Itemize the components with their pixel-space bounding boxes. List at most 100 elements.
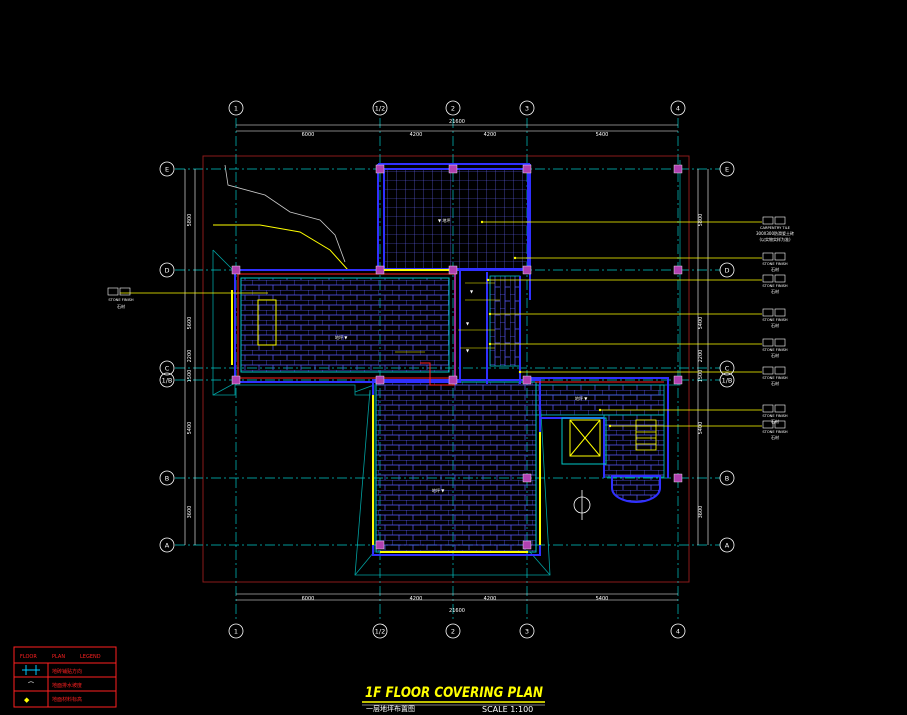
dim-top-seg: 6000 — [302, 132, 315, 138]
grid-bubble-D-right: D — [719, 262, 735, 278]
fireplace — [257, 299, 277, 346]
callout-code: STONE FINISH — [762, 430, 788, 434]
grid-bubble-3-bottom: 3 — [519, 623, 535, 639]
callout-code: STONE FINISH — [762, 262, 788, 266]
callout-note: 石材 — [771, 322, 779, 328]
svg-text:3: 3 — [525, 105, 529, 113]
svg-text:地坪 ▼: 地坪 ▼ — [432, 487, 445, 493]
svg-text:石材: 石材 — [117, 303, 125, 309]
svg-text:▼: ▼ — [466, 348, 470, 353]
svg-text:D: D — [724, 267, 729, 275]
legend-row-2: 地面排水坡度 — [52, 682, 82, 689]
dim-bottom-seg: 4200 — [484, 596, 497, 602]
svg-text:A: A — [165, 542, 170, 550]
svg-text:D: D — [164, 267, 169, 275]
dim-bottom-seg: 6000 — [302, 596, 315, 602]
legend-header-1: FLOOR — [20, 654, 37, 660]
dimension-lines — [184, 124, 709, 601]
grid-bubble-1-B-left: 1/B — [159, 372, 175, 388]
grid-bubble-B-right: B — [719, 470, 735, 486]
svg-text:1/2: 1/2 — [375, 105, 385, 113]
svg-text:1: 1 — [234, 105, 238, 113]
callout-code: STONE FINISH — [762, 318, 788, 322]
drain-slope-icon: ⌒ — [28, 682, 34, 689]
grid-bubble-4-top: 4 — [670, 100, 686, 116]
dim-left: 3600 — [187, 506, 193, 519]
dim-right: 2200 — [698, 350, 704, 363]
svg-text:STONE FINISH: STONE FINISH — [108, 298, 134, 302]
svg-text:2: 2 — [451, 628, 455, 636]
roof-outline-3 — [354, 384, 375, 576]
dim-right: 5400 — [698, 422, 704, 435]
grid-bubble-A-left: A — [159, 537, 175, 553]
svg-text:A: A — [725, 542, 730, 550]
svg-text:1/2: 1/2 — [375, 628, 385, 636]
svg-text:1/B: 1/B — [722, 377, 733, 385]
tile-area-living — [240, 277, 450, 373]
callout-note: 石材 — [771, 352, 779, 358]
grid-bubble-E-right: E — [719, 161, 735, 177]
drawing-subtitle: 一层地坪布置图 — [366, 704, 415, 713]
callout-note-2: (以实物实样为准) — [759, 236, 791, 242]
columns — [231, 164, 683, 550]
svg-text:B: B — [165, 475, 169, 483]
callout-code: STONE FINISH — [762, 414, 788, 418]
callout-code: STONE FINISH — [762, 376, 788, 380]
dim-top-seg: 4200 — [484, 132, 497, 138]
svg-text:1: 1 — [234, 628, 238, 636]
svg-text:▼: ▼ — [470, 289, 474, 294]
dim-right: 5800 — [698, 214, 704, 227]
svg-text:4: 4 — [676, 628, 680, 636]
callout-note: 300X300防滑瓷土砖 — [756, 230, 794, 236]
svg-text:4: 4 — [676, 105, 680, 113]
grid-bubble-1-2-top: 1/2 — [372, 100, 388, 116]
tile-area-bay — [611, 475, 661, 503]
grid-bubble-A-right: A — [719, 537, 735, 553]
tile-area-hall — [375, 381, 537, 553]
svg-text:地坪 ▼: 地坪 ▼ — [575, 395, 588, 401]
grid-bubble-3-top: 3 — [519, 100, 535, 116]
grid-bubble-1-bottom: 1 — [228, 623, 244, 639]
dim-top-total: 21600 — [449, 119, 465, 125]
svg-text:E: E — [165, 166, 169, 174]
callout-code: STONE FINISH — [762, 284, 788, 288]
grid-bubble-C-left: C — [159, 360, 175, 376]
legend-row-1: 地砖铺贴方向 — [52, 668, 82, 675]
dim-left: 5800 — [187, 214, 193, 227]
site-boundary — [202, 155, 690, 583]
legend-row-3: 地面材料标高 — [52, 696, 82, 703]
svg-text:B: B — [725, 475, 729, 483]
svg-text:▼ 地坪: ▼ 地坪 — [438, 217, 450, 223]
dim-right: 1500 — [698, 370, 704, 383]
dim-left: 5600 — [187, 317, 193, 330]
window-accents — [231, 269, 541, 553]
drawing-title: 1F FLOOR COVERING PLAN — [365, 685, 543, 701]
callout-code: STONE FINISH — [762, 348, 788, 352]
grid-bubble-D-left: D — [159, 262, 175, 278]
dim-bottom-total: 21600 — [449, 608, 465, 614]
north-symbol — [573, 490, 591, 520]
dim-bottom-seg: 4200 — [410, 596, 423, 602]
svg-text:C: C — [725, 365, 730, 373]
grid-bubble-4-bottom: 4 — [670, 623, 686, 639]
grid-bubble-E-left: E — [159, 161, 175, 177]
tile-direction-icon — [22, 665, 40, 675]
callout-note: 石材 — [771, 288, 779, 294]
terrain-line-white — [224, 164, 346, 263]
dim-left: 2200 — [187, 350, 193, 363]
callout-code: CARPENTRY TILE — [760, 226, 791, 230]
svg-text:3: 3 — [525, 628, 529, 636]
title-block: 1F FLOOR COVERING PLAN 一层地坪布置图 SCALE 1:1… — [362, 685, 545, 714]
svg-text:▼: ▼ — [466, 321, 470, 326]
legend-header-2: PLAN — [52, 654, 65, 660]
grid-bubble-2-bottom: 2 — [445, 623, 461, 639]
